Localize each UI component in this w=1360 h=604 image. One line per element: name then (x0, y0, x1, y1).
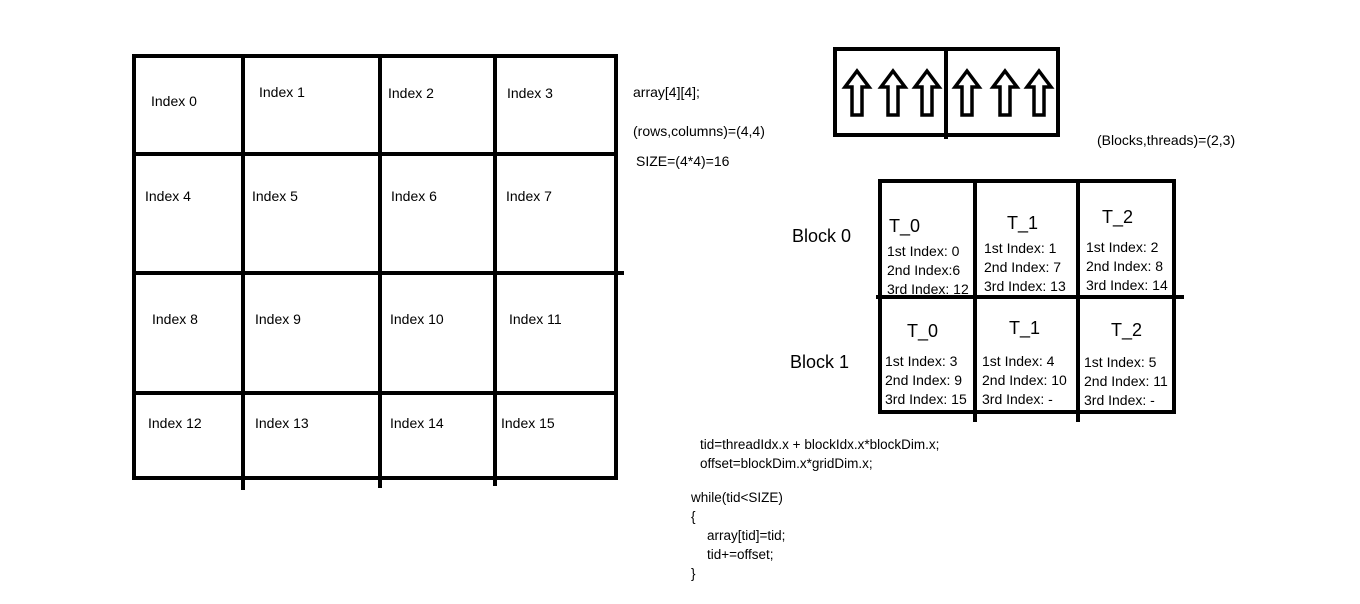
array-cell: Index 1 (259, 84, 305, 100)
thread-index-line: 3rd Index: 13 (984, 278, 1066, 294)
array-cell: Index 10 (390, 311, 444, 327)
thread-index-line: 2nd Index: 9 (885, 372, 963, 388)
block-1-label: Block 1 (790, 352, 850, 372)
thread-index-line: 2nd Index:6 (887, 262, 961, 278)
thread-name: T_2 (1111, 320, 1143, 340)
thread-index-line: 2nd Index: 10 (982, 372, 1067, 388)
thread-index-line: 2nd Index: 7 (984, 259, 1062, 275)
array-grid-line (241, 54, 245, 490)
code-line: tid=threadIdx.x + blockIdx.x*blockDim.x; (700, 437, 940, 452)
code-line: array[tid]=tid; (707, 528, 786, 543)
thread-name: T_1 (1007, 213, 1039, 233)
thread-index-line: 1st Index: 3 (885, 353, 958, 369)
array-cell: Index 13 (255, 415, 309, 431)
array-grid-line (132, 152, 618, 156)
thread-arrows (843, 69, 1053, 117)
up-arrow-icon (843, 69, 871, 117)
array-cell: Index 4 (145, 188, 191, 204)
blocks-table-line (1076, 179, 1080, 422)
array-grid-line (132, 391, 618, 395)
thread-index-line: 1st Index: 2 (1086, 239, 1159, 255)
array-cell: Index 9 (255, 311, 301, 327)
thread-name: T_0 (907, 321, 939, 341)
code-line: { (691, 509, 696, 524)
blocks-table-line (973, 179, 977, 422)
thread-index-line: 1st Index: 5 (1084, 354, 1157, 370)
code-line: while(tid<SIZE) (691, 490, 783, 505)
thread-index-line: 3rd Index: - (982, 391, 1053, 407)
array-cell: Index 6 (391, 188, 437, 204)
array-grid (132, 54, 618, 480)
size-note: SIZE=(4*4)=16 (636, 153, 730, 169)
thread-index-line: 1st Index: 0 (887, 243, 960, 259)
thread-index-line: 3rd Index: 14 (1086, 277, 1168, 293)
array-cell: Index 0 (151, 93, 197, 109)
thread-index-line: 1st Index: 1 (984, 240, 1057, 256)
array-grid-line (493, 54, 497, 486)
code-line: offset=blockDim.x*gridDim.x; (700, 456, 873, 471)
rows-columns-note: (rows,columns)=(4,4) (633, 123, 765, 139)
array-grid-line (378, 54, 382, 488)
code-line: tid+=offset; (707, 547, 774, 562)
blocks-threads-note: (Blocks,threads)=(2,3) (1097, 132, 1236, 148)
thread-box-divider (944, 47, 948, 139)
array-cell: Index 14 (390, 415, 444, 431)
array-cell: Index 11 (509, 311, 562, 327)
up-arrow-icon (913, 69, 941, 117)
thread-name: T_0 (889, 216, 921, 236)
thread-index-line: 3rd Index: 12 (887, 281, 969, 297)
thread-index-line: 2nd Index: 8 (1086, 258, 1164, 274)
thread-name: T_1 (1009, 318, 1041, 338)
block-0-label: Block 0 (792, 226, 852, 246)
array-cell: Index 5 (252, 188, 298, 204)
array-declaration: array[4][4]; (633, 84, 700, 100)
blocks-table-line (876, 295, 1184, 299)
code-line: } (691, 566, 696, 581)
thread-index-line: 1st Index: 4 (982, 353, 1055, 369)
up-arrow-icon (953, 69, 981, 117)
array-cell: Index 2 (388, 85, 434, 101)
thread-index-line: 3rd Index: - (1084, 392, 1155, 408)
up-arrow-icon (879, 69, 907, 117)
array-cell: Index 7 (506, 188, 552, 204)
thread-index-line: 3rd Index: 15 (885, 391, 967, 407)
up-arrow-icon (991, 69, 1019, 117)
array-cell: Index 15 (501, 415, 555, 431)
array-cell: Index 3 (507, 85, 553, 101)
thread-name: T_2 (1102, 207, 1134, 227)
array-cell: Index 8 (152, 311, 198, 327)
up-arrow-icon (1025, 69, 1053, 117)
thread-index-line: 2nd Index: 11 (1084, 373, 1168, 389)
array-cell: Index 12 (148, 415, 202, 431)
